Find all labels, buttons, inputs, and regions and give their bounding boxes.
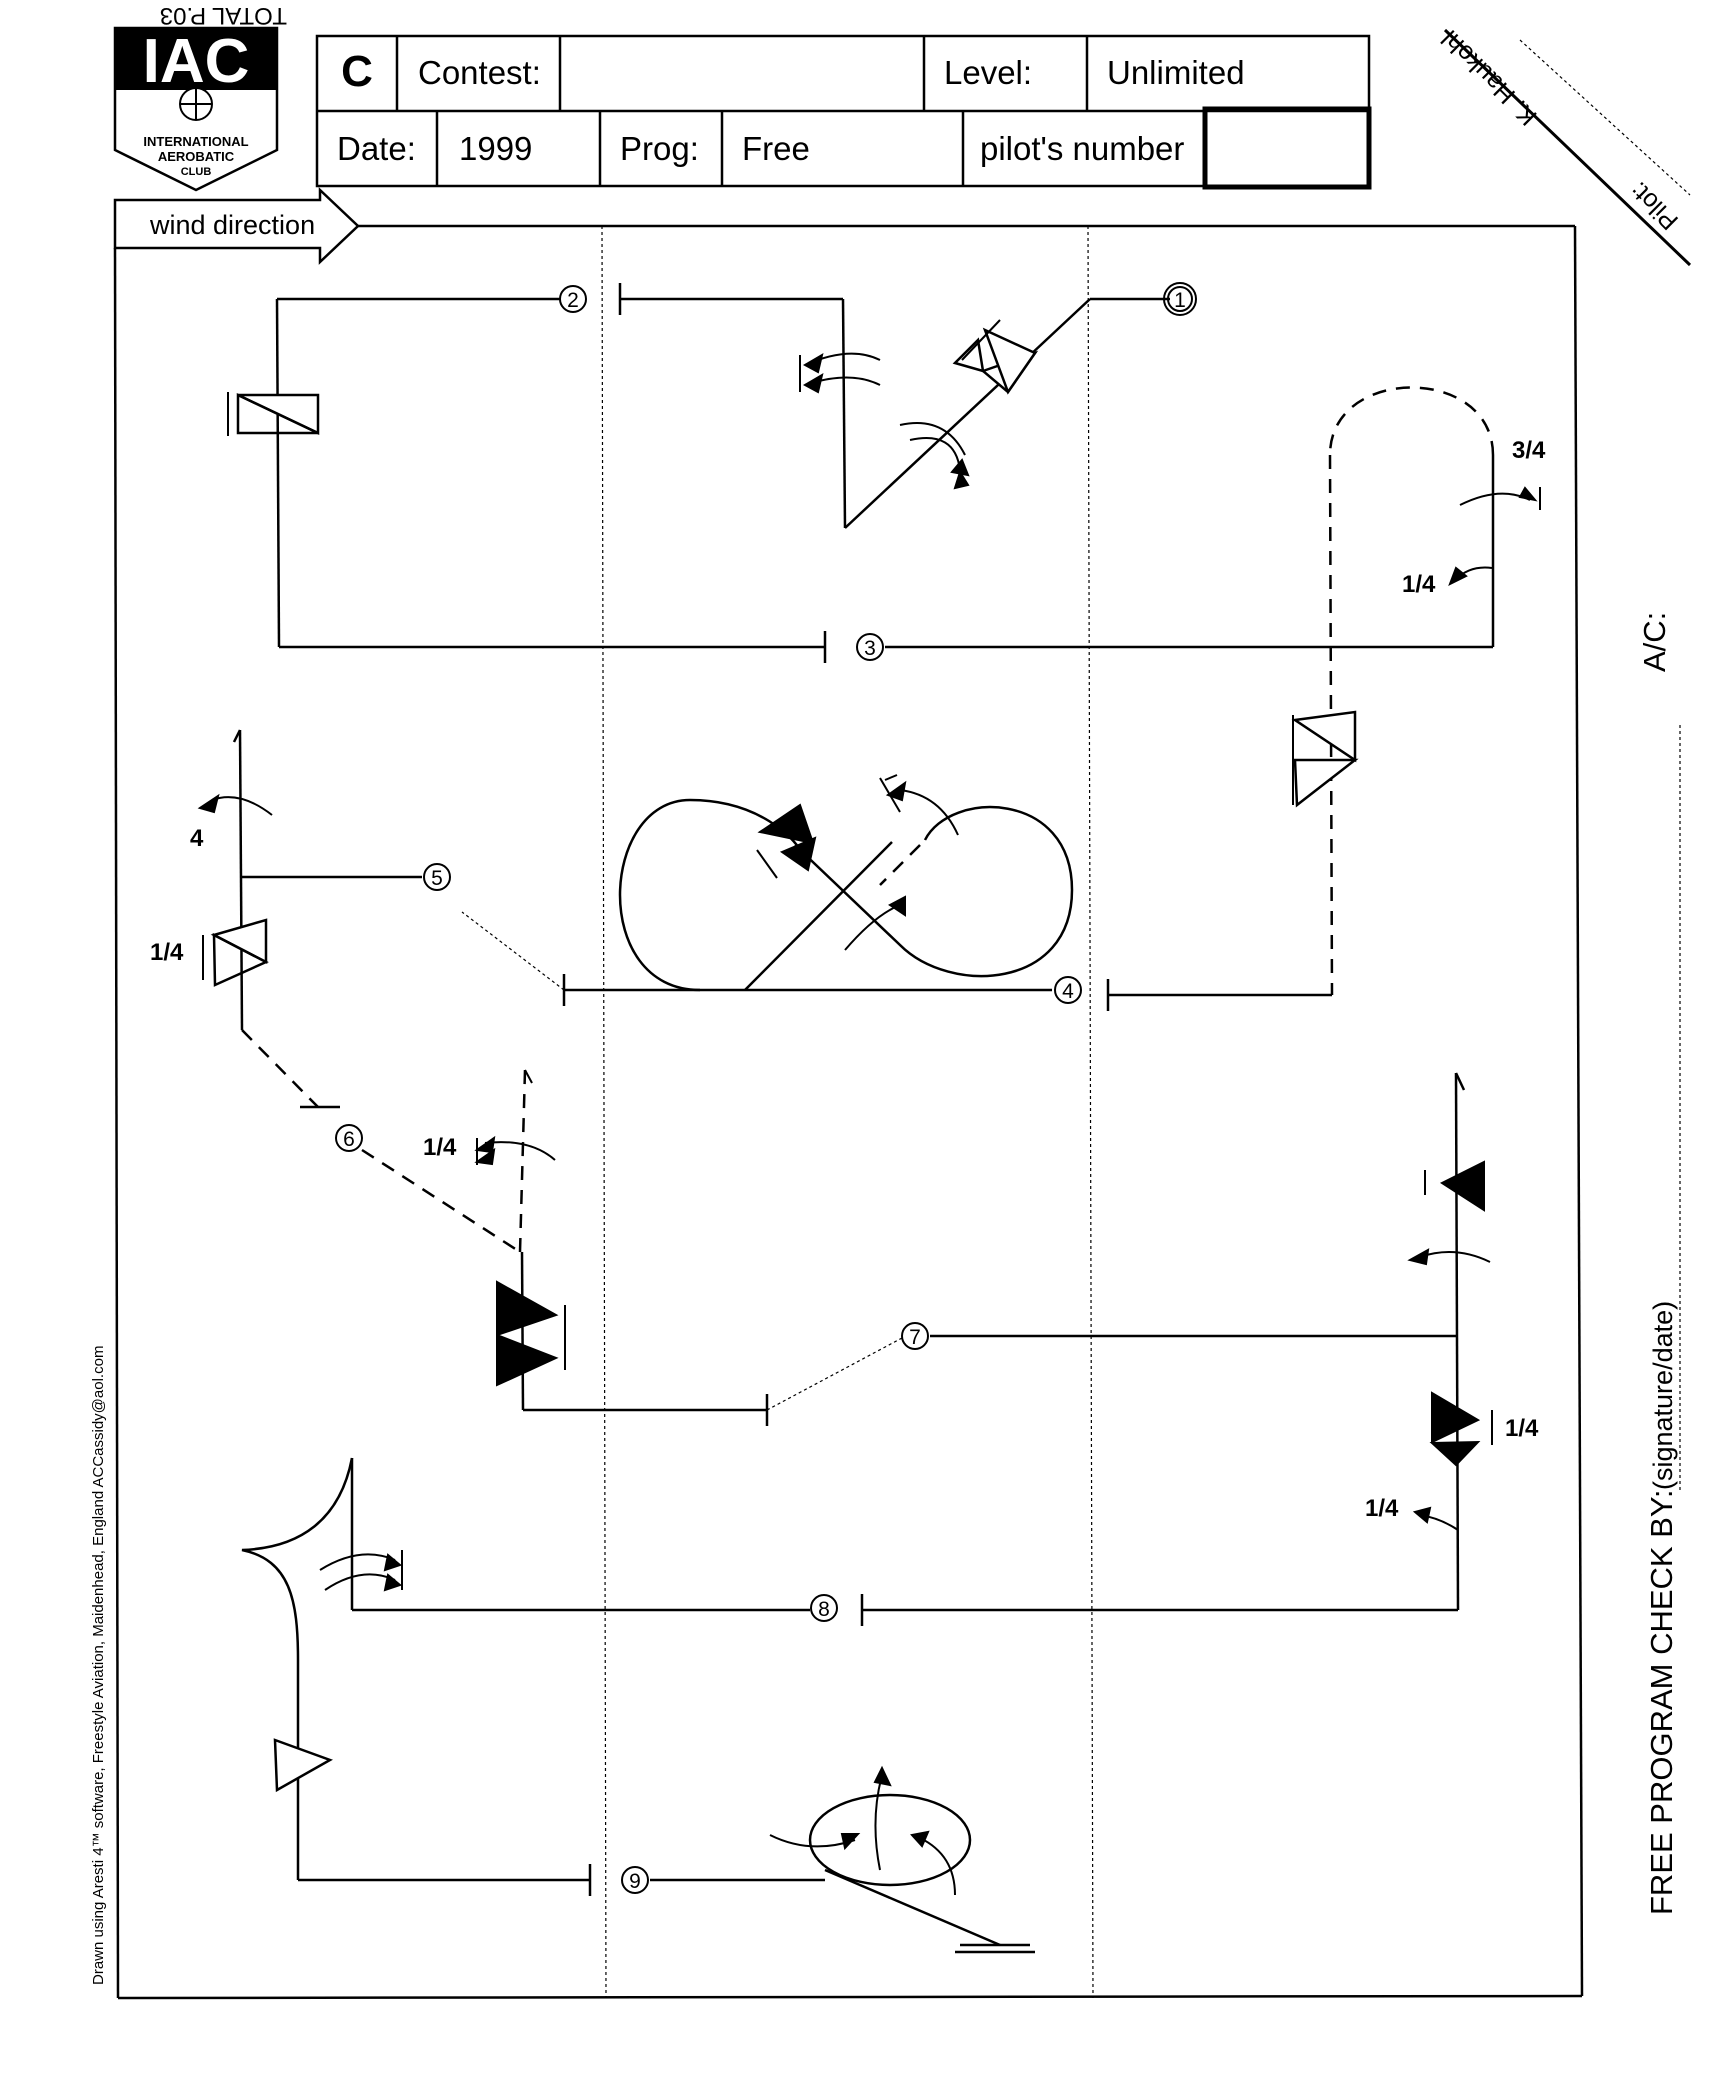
pilot-number-label: pilot's number xyxy=(980,130,1184,167)
logo-letters: IAC xyxy=(143,27,250,96)
check-by-label: FREE PROGRAM CHECK BY: xyxy=(1644,1490,1679,1915)
roll-label-fig3-b: 1/4 xyxy=(1402,571,1436,598)
pilot-number-box[interactable] xyxy=(1202,106,1372,190)
figure-2-number: 2 xyxy=(567,289,579,312)
roll-labels: 3/4 1/4 4 1/4 1/4 1/4 1/4 xyxy=(150,437,1546,1522)
contest-label: Contest: xyxy=(418,54,541,91)
figure-5-number: 5 xyxy=(431,867,443,890)
level-value: Unlimited xyxy=(1107,54,1245,91)
level-label: Level: xyxy=(944,54,1032,91)
figure-7-number: 7 xyxy=(909,1326,921,1349)
roll-label-fig7-a: 1/4 xyxy=(1505,1415,1539,1442)
category-letter: C xyxy=(341,47,373,96)
right-margin: A/C: FREE PROGRAM CHECK BY: (signature/d… xyxy=(1637,612,1681,1915)
logo-line-1: INTERNATIONAL xyxy=(143,134,248,149)
figure-5 xyxy=(197,729,565,1109)
header-table: C Contest: Level: Unlimited Date: 1999 P… xyxy=(315,34,1372,190)
iac-logo: IAC INTERNATIONAL AEROBATIC CLUB xyxy=(113,26,279,192)
logo-line-3: CLUB xyxy=(181,166,212,178)
roll-label-fig6: 1/4 xyxy=(423,1134,457,1161)
figure-7 xyxy=(766,1072,1493,1611)
roll-label-fig5-side: 1/4 xyxy=(150,939,184,966)
fax-stamp: TOTAL P.03 xyxy=(160,2,287,29)
figure-6-number: 6 xyxy=(343,1128,355,1151)
figure-2-marker xyxy=(559,285,587,313)
roll-label-fig7-b: 1/4 xyxy=(1365,1495,1399,1522)
prog-value: Free xyxy=(742,130,810,167)
date-value: 1999 xyxy=(459,130,532,167)
date-label: Date: xyxy=(337,130,416,167)
pilot-corner: K. Haukohl Pilot: xyxy=(1436,25,1692,267)
figure-9-number: 9 xyxy=(629,1870,641,1893)
aircraft-label: A/C: xyxy=(1637,612,1672,672)
figure-frame xyxy=(113,224,1584,2000)
figure-4 xyxy=(562,774,1332,1011)
figure-7-marker xyxy=(901,1322,929,1350)
figure-1-number: 1 xyxy=(1174,289,1186,312)
figure-5-marker xyxy=(423,863,451,891)
roll-label-fig5-top: 4 xyxy=(190,825,204,852)
logo-line-2: AEROBATIC xyxy=(158,149,235,164)
software-credit: Drawn using Aresti 4™ software, Freestyl… xyxy=(90,1346,107,1985)
box-divider-left xyxy=(601,225,607,1999)
pilot-name: K. Haukohl xyxy=(1436,25,1542,131)
figure-1-marker xyxy=(1163,282,1197,316)
figure-9-marker xyxy=(621,1866,649,1894)
figure-6-marker xyxy=(335,1124,363,1152)
figure-9 xyxy=(298,1765,1035,1954)
figure-3-marker xyxy=(856,633,884,661)
figure-8-marker xyxy=(810,1594,838,1622)
figure-3 xyxy=(279,386,1541,996)
prog-label: Prog: xyxy=(620,130,699,167)
figure-2 xyxy=(227,297,560,648)
figure-1 xyxy=(618,283,1170,529)
figure-4-number: 4 xyxy=(1062,980,1074,1003)
box-divider-right xyxy=(1087,225,1094,1999)
roll-label-fig3-a: 3/4 xyxy=(1512,437,1546,464)
wind-direction-arrow: wind direction xyxy=(113,187,360,265)
signature-label: (signature/date) xyxy=(1648,1301,1678,1490)
figure-8 xyxy=(241,1457,1458,1880)
wind-direction-label: wind direction xyxy=(149,210,315,240)
figure-8-number: 8 xyxy=(818,1598,830,1621)
figure-3-number: 3 xyxy=(864,637,876,660)
figure-6 xyxy=(361,1069,769,1426)
pilot-label: Pilot: xyxy=(1625,176,1684,235)
figure-number-markers: 1 2 3 4 5 6 7 8 9 xyxy=(335,282,1197,1894)
figure-4-marker xyxy=(1054,976,1082,1004)
